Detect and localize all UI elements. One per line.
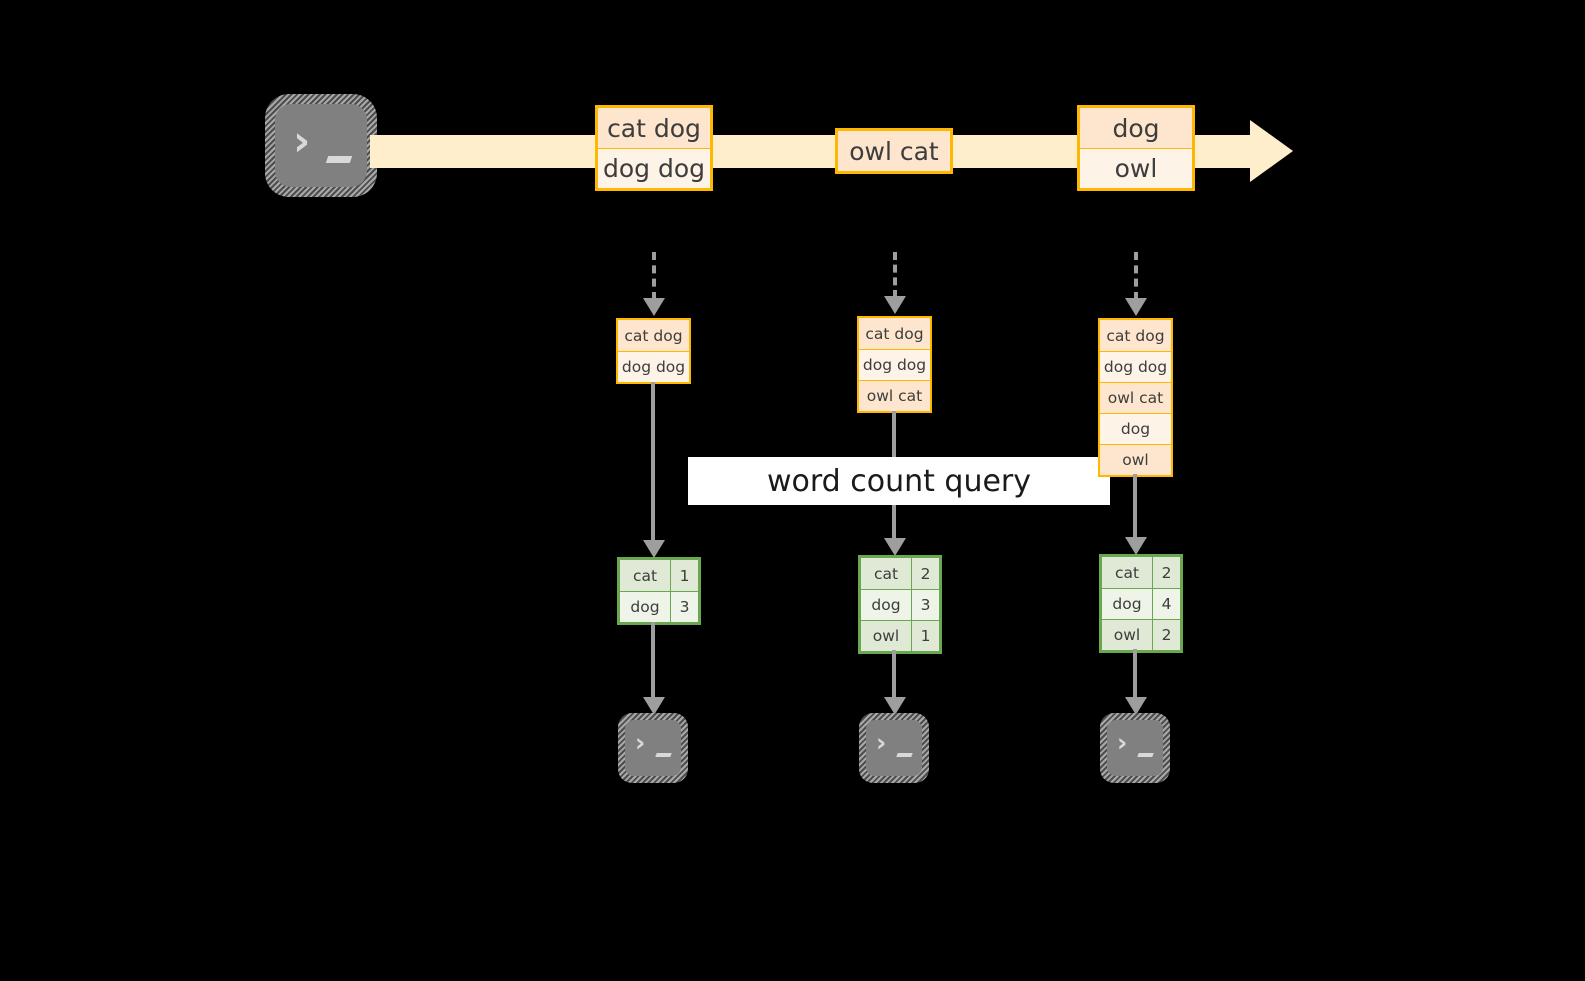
prompt-cursor-icon: [896, 753, 913, 757]
snapshot-3-trigger-arrowhead-icon: [1125, 298, 1147, 316]
prompt-cursor-icon: [325, 156, 353, 163]
input-line: dog: [1100, 413, 1171, 444]
snapshot-1-query-line: [651, 382, 655, 547]
result-count: 2: [911, 558, 939, 589]
result-word: cat: [861, 558, 911, 589]
terminal-screen: ›: [625, 720, 681, 776]
query-banner-label: word count query: [766, 463, 1032, 499]
result-count: 1: [911, 621, 939, 651]
input-line: dog dog: [618, 351, 689, 382]
terminal-screen: ›: [275, 104, 367, 187]
input-line: cat dog: [1100, 320, 1171, 351]
record-line: dog dog: [598, 148, 710, 188]
input-line: owl cat: [1100, 382, 1171, 413]
result-row: owl 1: [861, 620, 939, 651]
prompt-chevron-icon: ›: [293, 116, 311, 165]
result-row: owl 2: [1102, 619, 1180, 650]
snapshot-2-sink-terminal-icon: ›: [859, 713, 929, 783]
input-line: cat dog: [618, 320, 689, 351]
terminal-screen: ›: [866, 720, 922, 776]
snapshot-2-result-table: cat 2 dog 3 owl 1: [858, 555, 942, 654]
prompt-chevron-icon: ›: [876, 728, 887, 757]
result-count: 3: [670, 592, 698, 622]
result-word: owl: [1102, 620, 1152, 650]
result-word: dog: [1102, 589, 1152, 619]
snapshot-1-query-arrowhead-icon: [643, 540, 665, 558]
snapshot-3-sink-terminal-icon: ›: [1100, 713, 1170, 783]
snapshot-2-sink-arrowhead-icon: [884, 697, 906, 715]
prompt-chevron-icon: ›: [635, 728, 646, 757]
terminal-screen: ›: [1107, 720, 1163, 776]
snapshot-1-input-table: cat dog dog dog: [616, 318, 691, 384]
snapshot-1-trigger-line: [652, 252, 656, 300]
prompt-cursor-icon: [1137, 753, 1154, 757]
result-row: dog 3: [861, 589, 939, 620]
record-line: owl cat: [838, 131, 950, 171]
input-line: owl cat: [859, 380, 930, 411]
snapshot-3-result-table: cat 2 dog 4 owl 2: [1099, 554, 1183, 653]
snapshot-3-sink-line: [1133, 649, 1137, 702]
snapshot-2-query-arrowhead-icon: [884, 538, 906, 556]
result-row: cat 1: [620, 560, 698, 591]
result-word: cat: [620, 560, 670, 591]
snapshot-1-trigger-arrowhead-icon: [643, 298, 665, 316]
result-row: dog 4: [1102, 588, 1180, 619]
snapshot-2-trigger-line: [893, 252, 897, 298]
snapshot-3-query-arrowhead-icon: [1125, 537, 1147, 555]
snapshot-1-sink-line: [651, 622, 655, 702]
snapshot-1-sink-terminal-icon: ›: [618, 713, 688, 783]
result-row: cat 2: [861, 558, 939, 589]
snapshot-3-query-line: [1133, 474, 1137, 546]
result-row: dog 3: [620, 591, 698, 622]
snapshot-3-input-table: cat dog dog dog owl cat dog owl: [1098, 318, 1173, 477]
result-word: cat: [1102, 557, 1152, 588]
input-line: cat dog: [859, 318, 930, 349]
snapshot-1-result-table: cat 1 dog 3: [617, 557, 701, 625]
snapshot-2-input-table: cat dog dog dog owl cat: [857, 316, 932, 413]
result-row: cat 2: [1102, 557, 1180, 588]
stream-record-2: owl cat: [835, 128, 953, 174]
result-count: 2: [1152, 620, 1180, 650]
record-line: owl: [1080, 148, 1192, 188]
stream-record-1: cat dog dog dog: [595, 105, 713, 191]
prompt-cursor-icon: [655, 753, 672, 757]
stream-source-terminal-icon: ›: [265, 94, 377, 197]
result-word: owl: [861, 621, 911, 651]
record-line: cat dog: [598, 108, 710, 148]
snapshot-2-trigger-arrowhead-icon: [884, 296, 906, 314]
stream-arrowhead-icon: [1250, 120, 1293, 182]
result-count: 2: [1152, 557, 1180, 588]
stream-record-3: dog owl: [1077, 105, 1195, 191]
snapshot-3-trigger-line: [1134, 252, 1138, 300]
query-banner: word count query: [688, 457, 1110, 505]
snapshot-1-sink-arrowhead-icon: [643, 697, 665, 715]
input-line: dog dog: [1100, 351, 1171, 382]
input-line: dog dog: [859, 349, 930, 380]
result-count: 1: [670, 560, 698, 591]
prompt-chevron-icon: ›: [1117, 728, 1128, 757]
snapshot-3-sink-arrowhead-icon: [1125, 697, 1147, 715]
result-count: 4: [1152, 589, 1180, 619]
result-word: dog: [861, 590, 911, 620]
snapshot-2-sink-line: [892, 650, 896, 702]
result-count: 3: [911, 590, 939, 620]
result-word: dog: [620, 592, 670, 622]
input-line: owl: [1100, 444, 1171, 475]
record-line: dog: [1080, 108, 1192, 148]
